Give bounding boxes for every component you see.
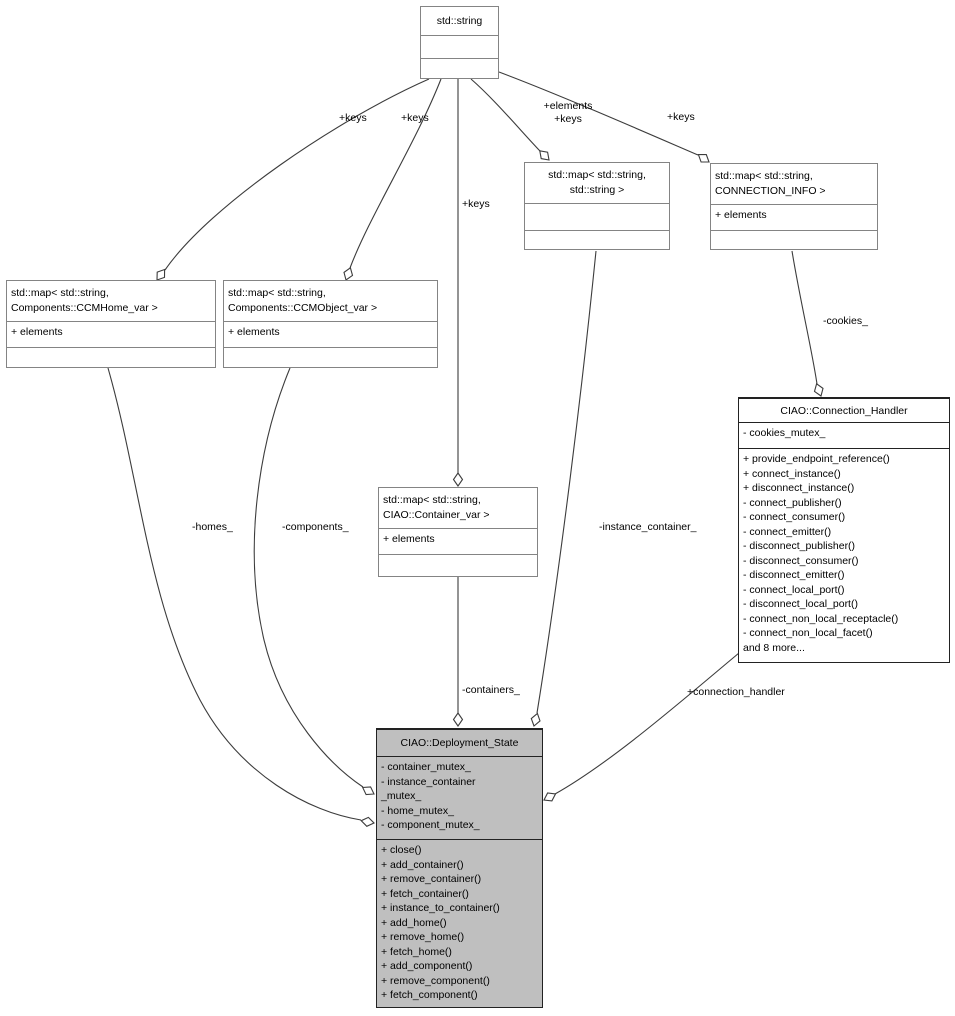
edge-cookies [791, 250, 818, 385]
edge-keys-to-ccmhome-map [164, 78, 430, 271]
edge-label-instance-container: -instance_container_ [599, 521, 697, 533]
aggregation-diamond [452, 472, 464, 487]
methods-compartment [379, 554, 537, 576]
edge-components [253, 367, 364, 788]
class-title: CIAO::Connection_Handler [739, 398, 949, 422]
class-box-map-ccmobject: std::map< std::string, Components::CCMOb… [223, 280, 438, 368]
class-box-map-container: std::map< std::string, CIAO::Container_v… [378, 487, 538, 577]
class-title: CIAO::Deployment_State [377, 729, 542, 756]
edge-label-containers: -containers_ [462, 684, 520, 696]
aggregation-diamond [452, 712, 464, 727]
class-title: std::string [436, 15, 483, 28]
methods-compartment [224, 347, 437, 367]
class-title: std::map< std::string, CIAO::Container_v… [383, 494, 490, 521]
attributes-compartment [421, 35, 498, 58]
attributes-compartment: + elements [224, 321, 437, 347]
edge-label-keys-container: +keys [462, 198, 490, 210]
edge-label-keys-ccmhome: +keys [339, 112, 367, 124]
class-title: std::map< std::string, std::string > [548, 169, 646, 196]
aggregation-diamond [539, 150, 550, 161]
attributes-compartment: - cookies_mutex_ [739, 422, 949, 448]
aggregation-diamond [530, 712, 541, 727]
methods-compartment [421, 58, 498, 78]
class-title: std::map< std::string, Components::CCMOb… [228, 287, 378, 314]
attributes-compartment: + elements [379, 528, 537, 554]
methods-compartment: + provide_endpoint_reference() + connect… [739, 448, 949, 660]
edge-label-elements-keys: +elements +keys [543, 100, 593, 125]
edge-elements-keys-to-strstr-map [470, 78, 541, 152]
edge-keys-to-ccmobject-map [349, 78, 442, 269]
attributes-compartment: + elements [7, 321, 215, 347]
aggregation-diamond [361, 786, 375, 796]
attributes-compartment [525, 203, 669, 230]
edge-label-cookies: -cookies_ [823, 315, 868, 327]
class-box-map-string-string: std::map< std::string, std::string > [524, 162, 670, 250]
edge-instance-container [536, 250, 597, 714]
aggregation-diamond [813, 382, 824, 397]
class-box-std-string: std::string [420, 6, 499, 79]
aggregation-diamond [156, 268, 166, 281]
methods-compartment [711, 230, 877, 249]
class-title: std::map< std::string, CONNECTION_INFO > [715, 170, 826, 197]
edge-label-connection-handler: +connection_handler [687, 686, 785, 698]
aggregation-diamond [697, 153, 710, 163]
aggregation-diamond [343, 266, 354, 281]
attributes-compartment: - container_mutex_ - instance_container … [377, 756, 542, 839]
edge-label-components: -components_ [282, 521, 349, 533]
edge-label-keys-conninfo: +keys [667, 111, 695, 123]
class-box-map-connection-info: std::map< std::string, CONNECTION_INFO >… [710, 163, 878, 250]
methods-compartment [7, 347, 215, 367]
edge-label-homes: -homes_ [192, 521, 233, 533]
methods-compartment: + close() + add_container() + remove_con… [377, 839, 542, 1005]
aggregation-diamond [543, 792, 557, 802]
attributes-compartment: + elements [711, 204, 877, 230]
edge-keys-to-conninfo-map [498, 71, 699, 156]
aggregation-diamond [360, 816, 375, 827]
edge-label-keys-ccmobject: +keys [401, 112, 429, 124]
edge-homes [107, 367, 362, 821]
edge-connection-handler [554, 652, 740, 795]
methods-compartment [525, 230, 669, 249]
class-box-map-ccmhome: std::map< std::string, Components::CCMHo… [6, 280, 216, 368]
class-box-deployment-state: CIAO::Deployment_State - container_mutex… [376, 728, 543, 1008]
class-title: std::map< std::string, Components::CCMHo… [11, 287, 158, 314]
class-box-connection-handler[interactable]: CIAO::Connection_Handler - cookies_mutex… [738, 397, 950, 663]
